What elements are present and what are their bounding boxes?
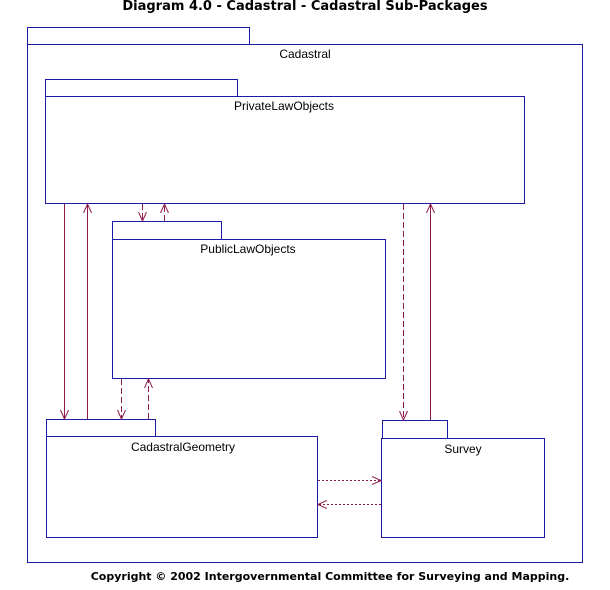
package-cadastral-geometry[interactable]: CadastralGeometry xyxy=(46,419,318,538)
package-public-law-objects[interactable]: PublicLawObjects xyxy=(112,221,386,379)
copyright-footer: Copyright © 2002 Intergovernmental Commi… xyxy=(90,570,570,583)
diagram-title: Diagram 4.0 - Cadastral - Cadastral Sub-… xyxy=(122,0,488,14)
package-label-cadastral-geometry: CadastralGeometry xyxy=(131,440,235,454)
package-label-public-law-objects: PublicLawObjects xyxy=(200,242,295,256)
package-label-cadastral: Cadastral xyxy=(279,47,330,61)
package-survey[interactable]: Survey xyxy=(381,420,545,538)
package-label-private-law-objects: PrivateLawObjects xyxy=(234,99,334,113)
package-label-survey: Survey xyxy=(444,442,481,456)
package-private-law-objects[interactable]: PrivateLawObjects xyxy=(45,79,525,204)
